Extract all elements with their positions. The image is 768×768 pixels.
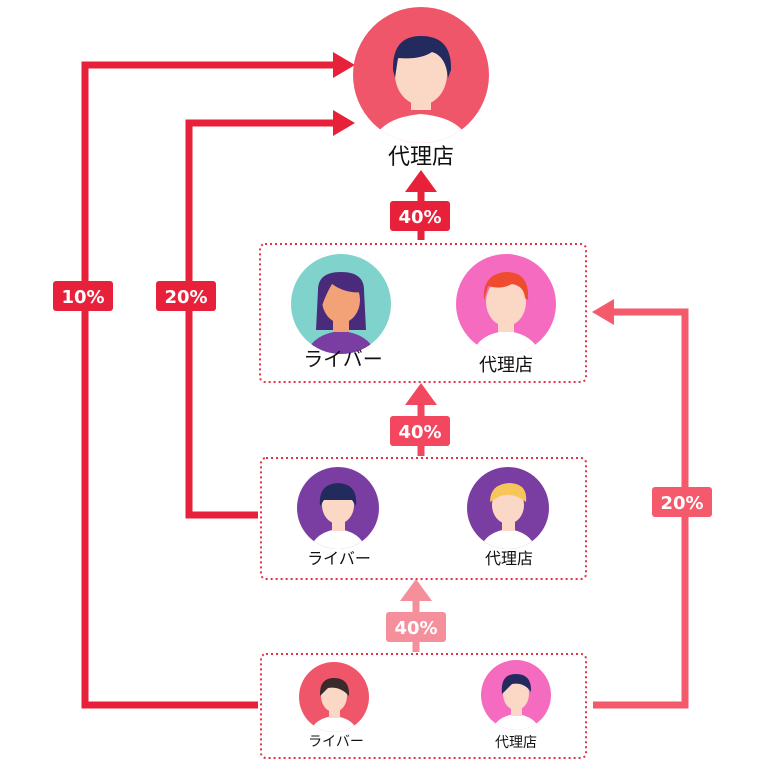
tier2-agent-label: 代理店: [485, 549, 533, 568]
right-arrowhead: [592, 299, 614, 325]
badge-tier1-to-top-text: 40%: [398, 207, 441, 228]
badge-outer-left-text: 10%: [61, 287, 104, 308]
top-agent-avatar: [353, 7, 489, 143]
tier1-liver-label: ライバー: [303, 347, 383, 371]
tier2-liver-avatar: [297, 467, 379, 549]
tier3-agent-label: 代理店: [495, 735, 537, 751]
badge-tier1-to-top: 40%: [390, 201, 450, 231]
badge-right: 20%: [652, 487, 712, 517]
tier3-agent-avatar: [481, 660, 551, 730]
tier1-box: [259, 243, 587, 383]
tier2-liver-label: ライバー: [307, 549, 371, 568]
badge-tier2-to-tier1-text: 40%: [398, 422, 441, 443]
inner-left-arrowhead: [333, 110, 355, 136]
tier3-liver-avatar: [299, 662, 369, 732]
badge-right-text: 20%: [660, 493, 703, 514]
badge-tier2-to-tier1: 40%: [390, 416, 450, 446]
inner-left-flow: [185, 110, 355, 519]
top-agent-label: 代理店: [388, 145, 454, 170]
outer-left-flow: [81, 52, 355, 709]
outer-left-arrowhead: [333, 52, 355, 78]
badge-inner-left-text: 20%: [164, 287, 207, 308]
tier1-agent-label: 代理店: [479, 355, 533, 376]
tier1-liver-avatar: [291, 254, 391, 354]
tier2-agent-avatar: [467, 467, 549, 549]
badge-tier3-to-tier2-text: 40%: [394, 618, 437, 639]
tier1-agent-avatar: [456, 254, 556, 354]
badge-inner-left: 20%: [156, 281, 216, 311]
tier3-box: [260, 653, 587, 759]
badge-outer-left: 10%: [53, 281, 113, 311]
badge-tier3-to-tier2: 40%: [386, 612, 446, 642]
tier3-liver-label: ライバー: [308, 734, 364, 750]
